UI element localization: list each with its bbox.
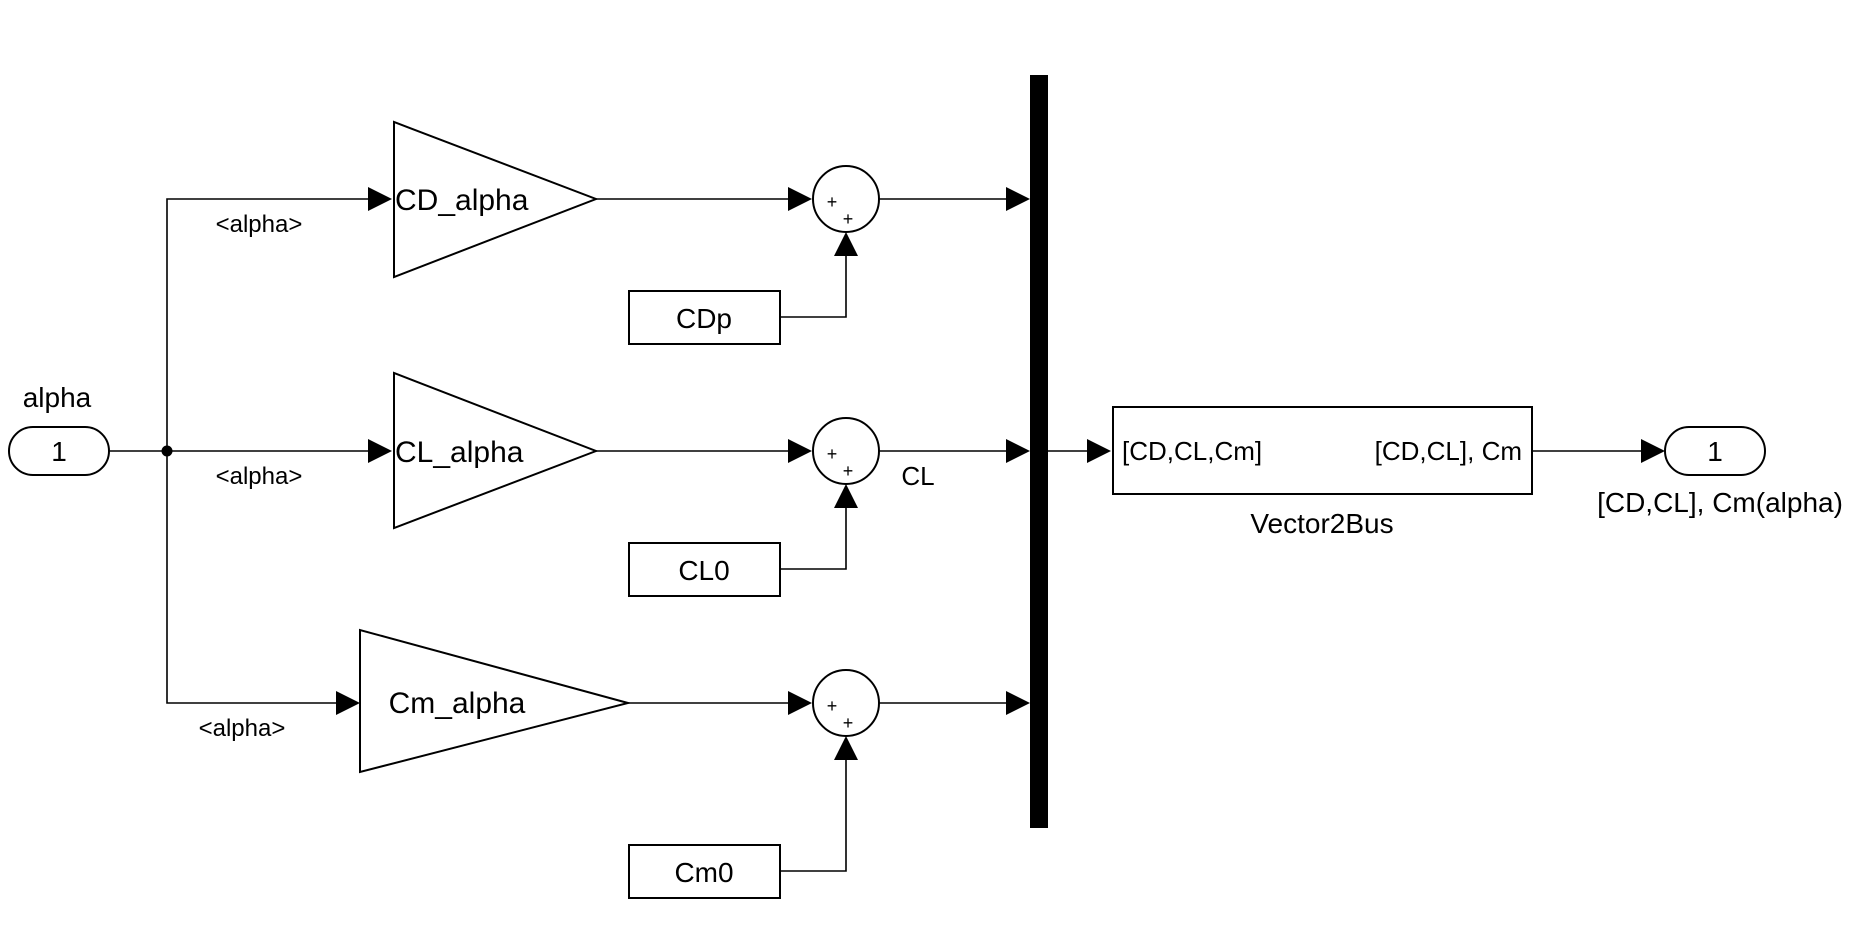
cl-alpha-gain[interactable] xyxy=(393,371,599,530)
arrow-to-sum-cm xyxy=(788,691,812,715)
input-wire-bottom[interactable] xyxy=(166,451,336,704)
arrow-to-cl-gain xyxy=(368,439,392,463)
sum-cl-sign-bottom: + xyxy=(843,461,854,481)
arrow-to-cd-gain xyxy=(368,187,392,211)
outport-block[interactable] xyxy=(1664,426,1766,476)
cl0-to-sum-wire[interactable] xyxy=(780,505,847,570)
inport-label: alpha xyxy=(23,382,92,413)
cdp-constant[interactable] xyxy=(628,290,781,345)
arrow-to-sum-cd xyxy=(788,187,812,211)
cm0-to-sum-wire[interactable] xyxy=(780,757,847,872)
arrow-into-outport xyxy=(1641,439,1665,463)
sum-cm-sign-left: + xyxy=(827,696,838,716)
arrow-to-cm-gain xyxy=(336,691,360,715)
outport-label: [CD,CL], Cm(alpha) xyxy=(1597,487,1843,518)
cd-alpha-gain-label: CD_alpha xyxy=(395,184,529,217)
cm-alpha-gain[interactable] xyxy=(359,628,632,774)
arrow-cl0-into-sum xyxy=(834,484,858,508)
cdp-to-sum-wire[interactable] xyxy=(780,253,847,318)
branch-point xyxy=(161,445,173,457)
cm0-constant[interactable] xyxy=(628,844,781,899)
cl-signal-label: CL xyxy=(901,461,934,491)
cd-alpha-gain[interactable] xyxy=(393,120,599,279)
cdp-constant-label: CDp xyxy=(676,303,732,334)
branch-label-middle: <alpha> xyxy=(216,463,303,490)
arrow-into-mux-3 xyxy=(1006,691,1030,715)
vector2bus-block[interactable] xyxy=(1112,406,1533,495)
branch-label-top: <alpha> xyxy=(216,211,303,238)
branch-label-bottom: <alpha> xyxy=(199,715,286,742)
outport-number: 1 xyxy=(1707,436,1723,467)
vector2bus-output-port: [CD,CL], Cm xyxy=(1375,436,1522,466)
sum-cd-sign-bottom: + xyxy=(843,209,854,229)
cl0-constant-label: CL0 xyxy=(678,555,729,586)
arrow-cm0-into-sum xyxy=(834,736,858,760)
arrow-into-vector2bus xyxy=(1087,439,1111,463)
vector2bus-input-port: [CD,CL,Cm] xyxy=(1122,436,1262,466)
arrow-cdp-into-sum xyxy=(834,232,858,256)
cm0-constant-label: Cm0 xyxy=(674,857,733,888)
sum-cd-sign-left: + xyxy=(827,192,838,212)
mux-block[interactable] xyxy=(1030,75,1048,828)
cl-alpha-gain-label: CL_alpha xyxy=(395,436,524,469)
input-wire-top[interactable] xyxy=(166,198,368,451)
sum-cl-sign-left: + xyxy=(827,444,838,464)
sum-cm-sign-bottom: + xyxy=(843,713,854,733)
arrow-into-mux-1 xyxy=(1006,187,1030,211)
arrow-into-mux-2 xyxy=(1006,439,1030,463)
cm-alpha-gain-label: Cm_alpha xyxy=(389,687,526,720)
inport-number: 1 xyxy=(51,436,67,467)
vector2bus-name: Vector2Bus xyxy=(1250,508,1393,539)
arrow-to-sum-cl xyxy=(788,439,812,463)
